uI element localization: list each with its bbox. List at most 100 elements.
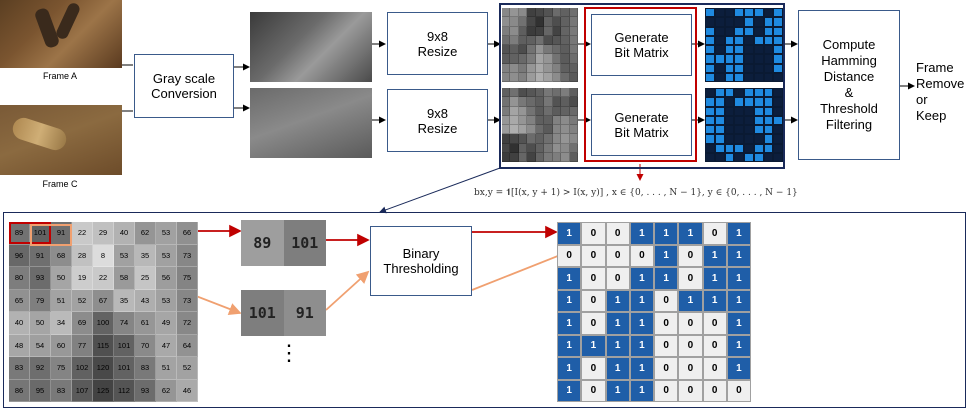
resized-pixel (502, 63, 511, 73)
resized-pixel (518, 17, 528, 27)
bit-pixel (734, 143, 744, 153)
bit-cell: 1 (557, 334, 582, 357)
bit-pixel (734, 26, 744, 36)
bit-cell: 1 (629, 289, 654, 312)
resized-pixel (518, 26, 528, 36)
frame-c-label: Frame C (42, 179, 78, 189)
resized-grid-bottom (502, 88, 578, 162)
bit-pixel (773, 115, 783, 125)
bit-pixel (773, 35, 783, 45)
resized-pixel (510, 8, 519, 18)
bit-cell: 0 (654, 312, 679, 335)
pixel-cell: 61 (135, 312, 156, 335)
bit-pixel (763, 143, 774, 153)
resized-pixel (510, 45, 519, 55)
pixel-cell: 66 (177, 222, 198, 245)
resized-pixel (569, 97, 578, 107)
resized-pixel (502, 115, 511, 125)
resized-pixel (510, 63, 519, 73)
pixel-cell: 83 (9, 357, 30, 380)
bit-pixel (724, 88, 735, 98)
resized-pixel (527, 72, 536, 82)
pixel-cell: 107 (72, 379, 93, 402)
bit-pixel (705, 115, 715, 125)
bit-cell: 0 (581, 267, 606, 290)
pixel-cell: 51 (156, 357, 177, 380)
resized-pixel (535, 115, 545, 125)
bit-pixel (773, 143, 783, 153)
bit-pixel (773, 97, 783, 107)
bit-pixel (734, 72, 744, 82)
resized-pixel (518, 125, 528, 135)
binary-thresholding-box: Binary Thresholding (370, 226, 472, 296)
bit-cell: 0 (629, 244, 654, 267)
resized-pixel (569, 125, 578, 135)
bit-pixel (753, 115, 764, 125)
bit-pixel (753, 63, 764, 73)
resized-pixel (544, 152, 553, 162)
pair-red: 89 101 (241, 220, 326, 266)
resized-pixel (569, 106, 578, 116)
pixel-cell: 53 (114, 244, 135, 267)
bit-pixel (753, 17, 764, 27)
bit-cell: 1 (702, 267, 727, 290)
bit-pixel (773, 134, 783, 144)
bit-cell: 1 (605, 289, 630, 312)
pixel-cell: 35 (135, 244, 156, 267)
bit-pixel (773, 152, 783, 162)
pixel-cell: 22 (93, 267, 114, 290)
resized-pixel (552, 17, 562, 27)
resized-pixel (518, 106, 528, 116)
pair-red-right: 101 (283, 220, 326, 266)
bit-pixel (724, 143, 735, 153)
bit-cell: 1 (702, 244, 727, 267)
bit-cell: 0 (702, 357, 727, 380)
bit-pixel (724, 152, 735, 162)
bit-cell: 0 (581, 289, 606, 312)
bit-cell: 0 (605, 267, 630, 290)
bit-pixel (763, 63, 774, 73)
bit-pixel (714, 106, 725, 116)
pixel-cell: 86 (9, 379, 30, 402)
pixel-cell: 47 (156, 334, 177, 357)
resized-pixel (569, 143, 578, 153)
bit-pixel (744, 26, 754, 36)
resized-grid-top (502, 8, 578, 82)
bit-pixel (714, 125, 725, 135)
pixel-cell: 79 (30, 289, 51, 312)
resized-pixel (569, 8, 578, 18)
bit-pixel (724, 35, 735, 45)
resized-pixel (518, 63, 528, 73)
resized-pixel (535, 72, 545, 82)
bit-pixel (714, 45, 725, 55)
resized-pixel (561, 8, 570, 18)
resized-pixel (569, 54, 578, 64)
generate-bit-matrix-top: Generate Bit Matrix (591, 14, 692, 76)
bit-cell: 1 (557, 267, 582, 290)
frame-c-image (0, 105, 122, 175)
bit-pixel (705, 134, 715, 144)
bit-cell: 1 (702, 289, 727, 312)
resized-pixel (552, 152, 562, 162)
bit-pixel (734, 17, 744, 27)
bit-pixel (763, 8, 774, 18)
resized-pixel (569, 35, 578, 45)
resized-pixel (535, 97, 545, 107)
bit-pixel (724, 17, 735, 27)
pixel-cell: 62 (156, 379, 177, 402)
resized-pixel (510, 35, 519, 45)
bit-pixel (773, 45, 783, 55)
bit-pixel (763, 134, 774, 144)
bit-cell: 1 (557, 289, 582, 312)
pixel-cell: 50 (51, 267, 72, 290)
resized-pixel (510, 125, 519, 135)
resized-pixel (569, 63, 578, 73)
resized-pixel (502, 88, 511, 98)
resized-pixel (535, 152, 545, 162)
resized-pixel (510, 97, 519, 107)
bit-pixel (714, 88, 725, 98)
resized-pixel (535, 134, 545, 144)
resized-pixel (544, 63, 553, 73)
bit-cell: 1 (678, 289, 703, 312)
